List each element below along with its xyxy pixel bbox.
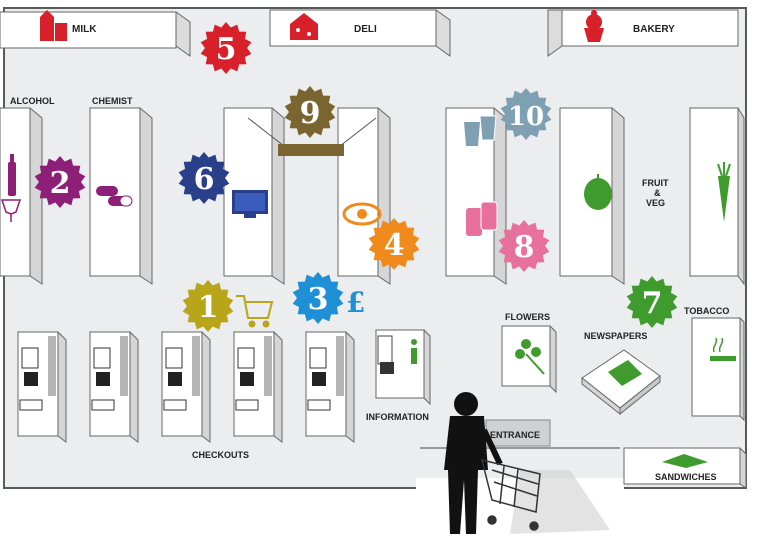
sandwich-icon <box>662 454 708 468</box>
tv-icon <box>232 190 268 218</box>
marker-3: 3 <box>292 272 344 324</box>
information-icon <box>411 339 417 364</box>
alcohol-shelf <box>0 107 43 285</box>
wine-icon <box>0 154 22 222</box>
fruit-shelf <box>559 107 625 285</box>
cupcake-icon <box>584 10 604 42</box>
deli-counter: DELI <box>269 9 451 57</box>
sandwiches-counter: SANDWICHES <box>623 447 747 489</box>
pills-icon <box>96 186 133 207</box>
marker-6: 6 <box>178 152 230 204</box>
newspapers-label: NEWSPAPERS <box>584 331 647 341</box>
svg-text:VEG: VEG <box>646 198 665 208</box>
starburst-shape <box>368 218 420 270</box>
marker-1: 1 <box>182 280 234 332</box>
svg-text:&: & <box>654 188 661 198</box>
section-markers: 1 2 3 4 5 6 7 8 9 10 <box>34 22 678 332</box>
bakery-label: BAKERY <box>633 24 675 35</box>
entrance-label: ENTRANCE <box>490 430 540 440</box>
marker-number: 2 <box>50 166 71 201</box>
starburst-shape <box>626 276 678 328</box>
marker-2: 2 <box>34 156 86 208</box>
starburst-shape <box>182 280 234 332</box>
flowers-label: FLOWERS <box>505 312 550 322</box>
information-label: INFORMATION <box>366 412 429 422</box>
starburst-shape <box>284 86 336 138</box>
newspapers-stand <box>581 349 661 416</box>
marker-number: 1 <box>198 290 219 325</box>
chemist-label: CHEMIST <box>92 96 133 106</box>
starburst-shape <box>178 152 230 204</box>
cheese-icon <box>290 13 318 40</box>
cans-icon <box>466 201 498 236</box>
newspaper-icon <box>608 360 642 386</box>
chemist-shelf <box>89 107 153 285</box>
checkout-station <box>233 331 283 443</box>
pound-sign-icon: £ <box>346 286 365 319</box>
marker-number: 10 <box>508 102 544 132</box>
sandwiches-label: SANDWICHES <box>655 472 717 482</box>
checkout-station <box>305 331 355 443</box>
marker-number: 8 <box>514 230 535 265</box>
starburst-shape <box>34 156 86 208</box>
apple-icon <box>584 174 612 210</box>
bakery-counter: BAKERY <box>547 9 739 57</box>
marker-8: 8 <box>498 220 550 272</box>
svg-text:FRUIT: FRUIT <box>642 178 669 188</box>
starburst-shape <box>500 88 552 140</box>
milk-counter: MILK <box>0 10 191 57</box>
tobacco-label: TOBACCO <box>684 306 729 316</box>
fruit-veg-label: FRUIT & VEG <box>642 178 669 208</box>
starburst-shape <box>200 22 252 74</box>
marker-number: 5 <box>216 32 237 67</box>
veg-shelf <box>689 107 745 286</box>
marker-5: 5 <box>200 22 252 74</box>
eye-icon <box>342 202 382 226</box>
flowers-stand <box>501 325 557 394</box>
marker-number: 9 <box>300 96 321 131</box>
marker-10: 10 <box>500 88 552 140</box>
marker-4: 4 <box>368 218 420 270</box>
information-desk <box>375 329 431 406</box>
marker-number: 6 <box>194 162 215 197</box>
entrance-sign: ENTRANCE <box>485 419 551 447</box>
alcohol-label: ALCOHOL <box>10 96 55 106</box>
hanging-sign <box>247 117 377 156</box>
tobacco-counter <box>691 317 745 422</box>
checkout-station <box>161 331 211 443</box>
milk-label: MILK <box>72 24 97 35</box>
marker-7: 7 <box>626 276 678 328</box>
shopping-cart-icon <box>236 295 274 328</box>
cups-icon <box>464 115 497 146</box>
milk-carton-icon <box>40 10 67 41</box>
shopping-trolley <box>480 458 541 531</box>
checkouts-label: CHECKOUTS <box>192 450 249 460</box>
starburst-shape <box>498 220 550 272</box>
marker-number: 3 <box>308 282 329 317</box>
carrot-icon <box>717 162 731 222</box>
electronics-shelf <box>223 107 285 285</box>
marker-9: 9 <box>284 86 336 138</box>
shopper-silhouette <box>444 392 610 534</box>
cigarette-icon <box>710 337 736 361</box>
deli-label: DELI <box>354 24 377 35</box>
flowers-icon <box>515 339 545 375</box>
checkouts <box>17 331 355 443</box>
checkout-station <box>89 331 139 443</box>
drinks-shelf <box>445 107 507 285</box>
checkout-station <box>17 331 67 443</box>
marker-number: 4 <box>384 228 405 263</box>
starburst-shape <box>292 272 344 324</box>
marker-number: 7 <box>642 286 663 321</box>
